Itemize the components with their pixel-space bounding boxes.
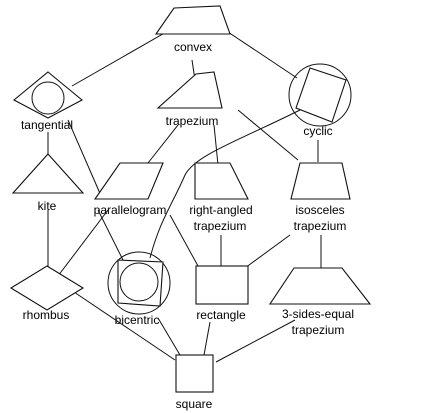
rectangle-shape bbox=[195, 265, 249, 305]
label-tangential: tangential bbox=[21, 118, 73, 132]
square-shape bbox=[175, 354, 214, 393]
kite-shape bbox=[11, 153, 85, 194]
edge-rhombus-square bbox=[73, 291, 176, 361]
right-angled-trapezium-shape bbox=[194, 162, 249, 200]
label-rectangle: rectangle bbox=[196, 308, 246, 322]
label-isosceles-1: isosceles bbox=[295, 203, 344, 217]
label-trapezium: trapezium bbox=[166, 114, 219, 128]
edge-rectangle-square bbox=[203, 321, 211, 356]
edge-three-sides-square bbox=[215, 319, 296, 363]
edge-bicentric-square bbox=[157, 317, 181, 356]
label-right-angled-2: trapezium bbox=[194, 219, 247, 233]
label-three-sides-1: 3-sides-equal bbox=[282, 307, 354, 321]
labels: convex tangential trapezium cyclic kite … bbox=[21, 40, 354, 411]
edge-tangential-parallelogram bbox=[67, 119, 103, 199]
edge-trapezium-right-angled bbox=[213, 124, 219, 166]
label-parallelogram: parallelogram bbox=[94, 203, 167, 217]
label-three-sides-2: trapezium bbox=[292, 323, 345, 337]
label-isosceles-2: trapezium bbox=[294, 219, 347, 233]
edge-convex-cyclic bbox=[224, 29, 298, 79]
edge-convex-tangential bbox=[71, 26, 176, 87]
trapezium-shape bbox=[156, 71, 223, 109]
label-square: square bbox=[176, 397, 213, 411]
edge-parallelogram-bicentric bbox=[97, 209, 124, 261]
label-convex: convex bbox=[174, 40, 212, 54]
label-rhombus: rhombus bbox=[23, 308, 70, 322]
edge-parallelogram-rectangle bbox=[169, 214, 199, 267]
label-cyclic: cyclic bbox=[303, 124, 332, 138]
parallelogram-shape bbox=[93, 162, 164, 200]
edge-cyclic-bicentric bbox=[149, 109, 301, 259]
label-right-angled-1: right-angled bbox=[189, 203, 252, 217]
label-kite: kite bbox=[38, 199, 57, 213]
tangential-shape bbox=[13, 71, 83, 119]
bicentric-shape bbox=[107, 251, 171, 315]
rhombus-shape bbox=[9, 265, 85, 311]
edge-trapezium-parallelogram bbox=[147, 124, 179, 164]
label-bicentric: bicentric bbox=[115, 313, 160, 327]
edge-trapezium-isosceles bbox=[237, 109, 299, 161]
edge-isosceles-rectangle bbox=[244, 234, 291, 269]
convex-shape bbox=[154, 5, 231, 35]
edges bbox=[47, 26, 322, 363]
isosceles-trapezium-shape bbox=[290, 162, 351, 200]
edge-parallelogram-rhombus bbox=[57, 209, 109, 277]
three-sides-equal-trapezium-shape bbox=[268, 267, 372, 305]
cyclic-shape bbox=[288, 63, 352, 127]
